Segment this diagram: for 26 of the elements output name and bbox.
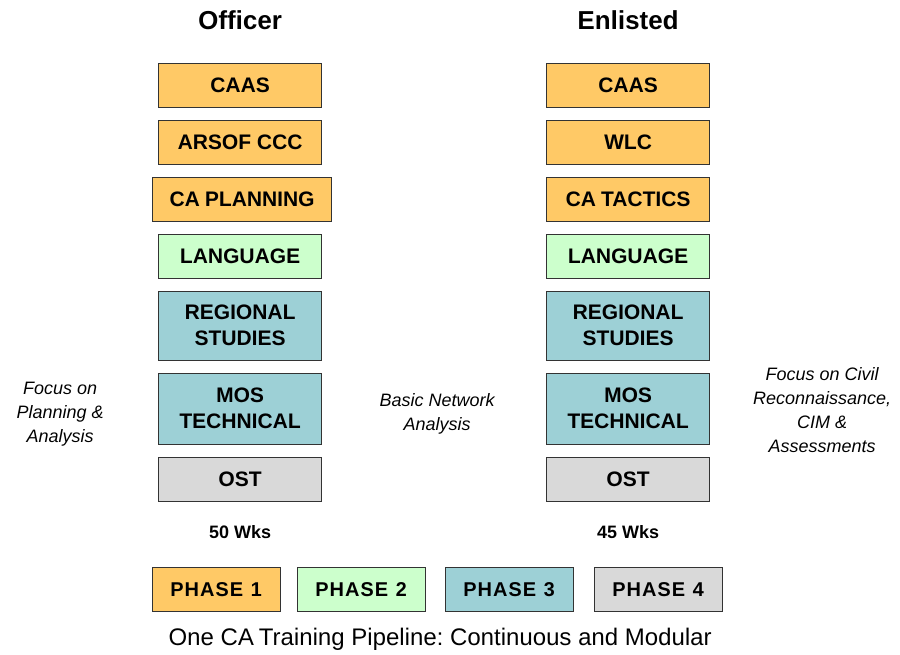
course-box: CAAS [158, 63, 322, 108]
duration-label: 50 Wks [208, 522, 272, 543]
note-text: Basic Network Analysis [378, 389, 496, 436]
duration-label: 45 Wks [596, 522, 660, 543]
legend-key: PHASE 1 [152, 567, 281, 612]
course-box: REGIONAL STUDIES [158, 291, 322, 361]
column-heading: Enlisted [576, 5, 680, 36]
course-box: MOS TECHNICAL [546, 373, 710, 445]
course-box: OST [546, 457, 710, 502]
course-box: CA TACTICS [546, 177, 710, 222]
course-box: MOS TECHNICAL [158, 373, 322, 445]
course-box: LANGUAGE [158, 234, 322, 279]
course-box: WLC [546, 120, 710, 165]
legend-key: PHASE 4 [594, 567, 723, 612]
column-heading: Officer [197, 5, 283, 36]
note-text: Focus on Planning & Analysis [15, 377, 105, 448]
course-box: LANGUAGE [546, 234, 710, 279]
course-box: OST [158, 457, 322, 502]
caption: One CA Training Pipeline: Continuous and Modular [168, 624, 712, 652]
course-box: REGIONAL STUDIES [546, 291, 710, 361]
course-box: CAAS [546, 63, 710, 108]
course-box: ARSOF CCC [158, 120, 322, 165]
legend-key: PHASE 2 [297, 567, 426, 612]
note-text: Focus on Civil Reconnaissance, CIM & Assessments [752, 363, 892, 458]
course-box: CA PLANNING [152, 177, 332, 222]
legend-key: PHASE 3 [445, 567, 574, 612]
